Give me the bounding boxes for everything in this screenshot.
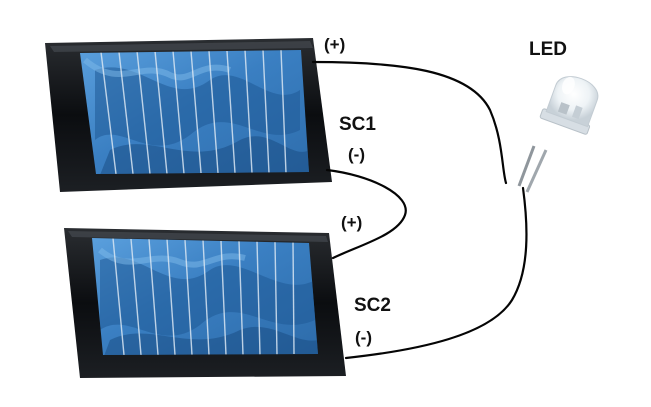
led-lead-left — [517, 145, 536, 187]
led-anvil — [557, 102, 570, 115]
sc2-frame-highlight — [68, 231, 328, 242]
sc1-negative-label: (-) — [348, 145, 365, 164]
led-glint — [561, 76, 575, 95]
wires — [311, 60, 528, 360]
solar-panel-sc1 — [45, 38, 332, 192]
led-bulb-icon — [517, 76, 599, 193]
sc1-frame-highlight — [50, 41, 313, 52]
sc2-negative-label: (-) — [355, 328, 372, 347]
wire-sc1-positive-to-led — [311, 60, 508, 185]
wire-sc2-negative-to-led — [344, 186, 528, 360]
solar-panel-sc2 — [64, 228, 346, 378]
led-label: LED — [529, 39, 567, 60]
wire-sc1-negative-to-sc2-positive — [325, 168, 407, 260]
led-dome — [545, 76, 599, 128]
led-post — [571, 105, 583, 120]
sc2-cells — [92, 238, 318, 355]
sc1-label: SC1 — [339, 114, 376, 135]
sc1-cells — [80, 50, 309, 174]
sc2-positive-label: (+) — [341, 213, 363, 232]
sc1-positive-label: (+) — [324, 35, 346, 54]
sc2-label: SC2 — [354, 295, 391, 316]
led-lead-right — [525, 149, 548, 193]
